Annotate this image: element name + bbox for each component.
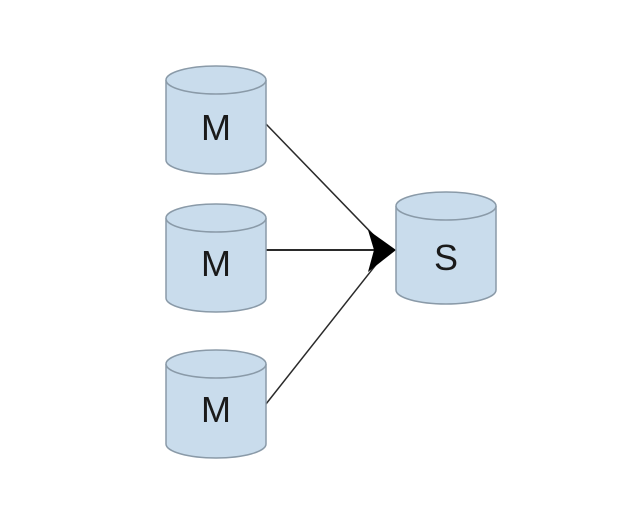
cylinder-top [395,191,497,221]
cylinder-icon [165,80,267,175]
master-node-1[interactable]: M [165,65,267,175]
edge-master-1-to-slave [265,123,387,249]
cylinder-icon [395,206,497,305]
master-node-2[interactable]: M [165,203,267,313]
edges-group [265,123,396,405]
arrowhead-icon [368,230,396,272]
cylinder-icon [165,364,267,459]
cylinder-icon [165,218,267,313]
master-1-label: M [201,107,231,148]
cylinder-top [165,203,267,233]
cylinder-top [165,65,267,95]
edge-master-3-to-slave [265,251,387,405]
cylinder-top [165,349,267,379]
master-3-label: M [201,389,231,430]
master-node-3[interactable]: M [165,349,267,459]
master-2-label: M [201,243,231,284]
slave-node[interactable]: S [395,191,497,305]
slave-label: S [434,237,458,278]
